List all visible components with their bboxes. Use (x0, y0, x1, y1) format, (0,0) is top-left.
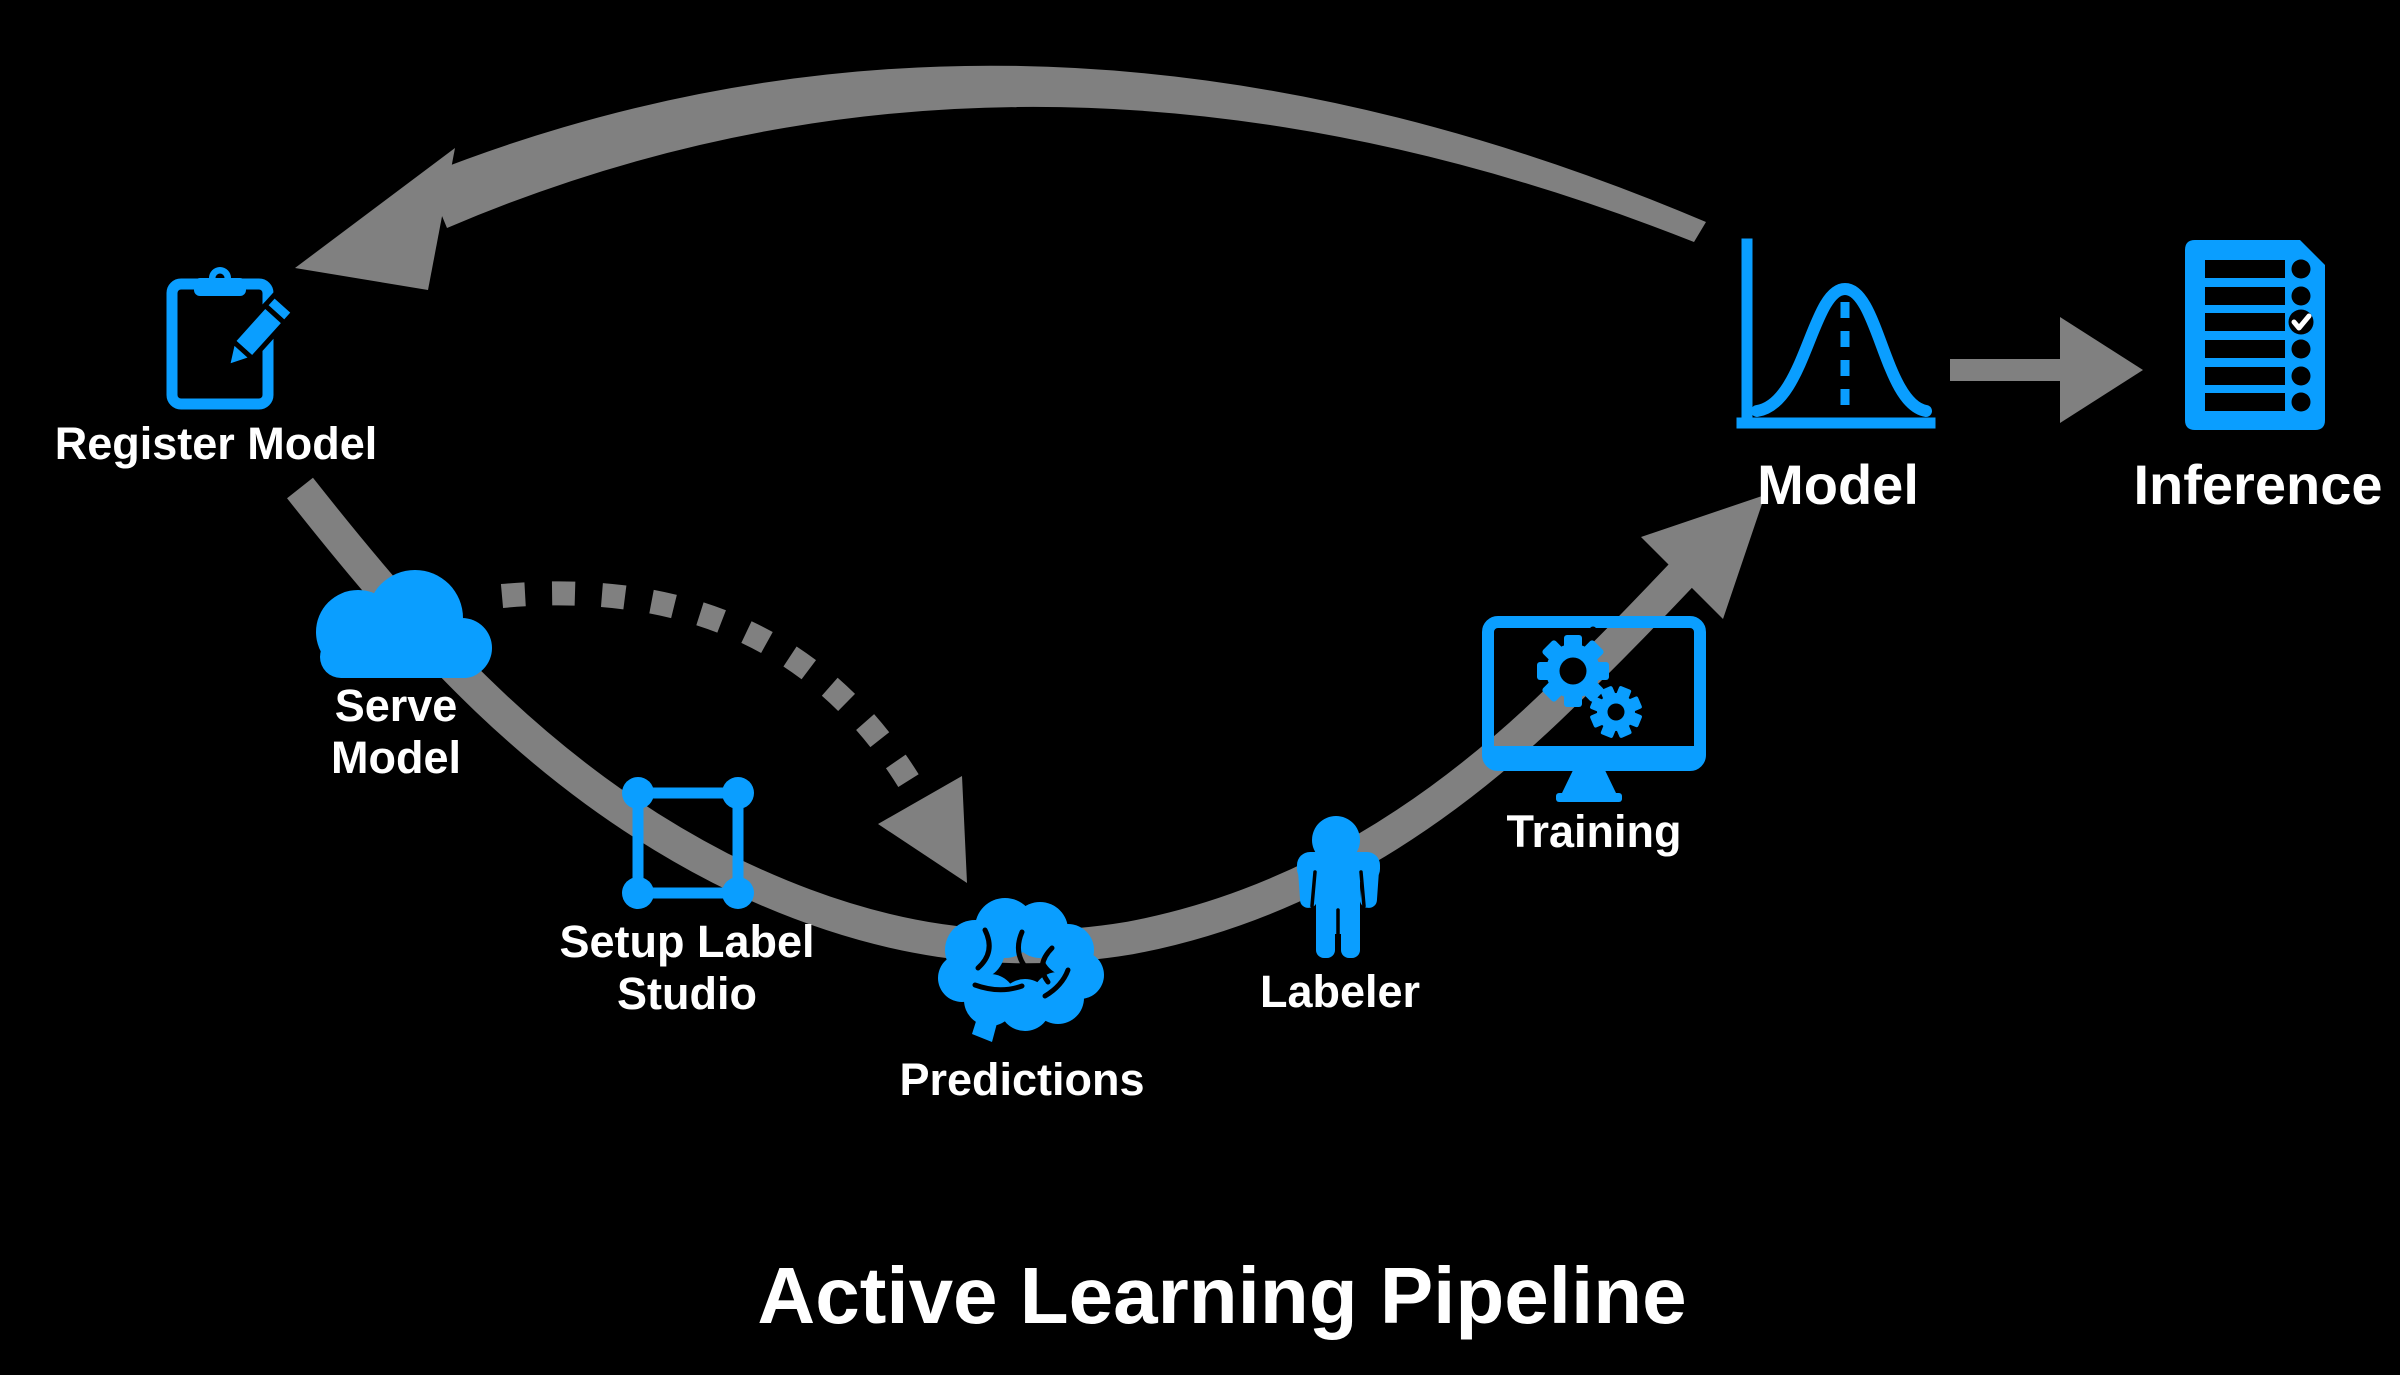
diagram-title: Active Learning Pipeline (757, 1251, 1687, 1340)
bounding-box-icon (622, 777, 754, 909)
inference-label: Inference (2133, 453, 2383, 516)
setup-label-studio-label: Setup Label Studio (559, 916, 814, 1020)
document-checklist-icon (2185, 240, 2325, 430)
labeler-label: Labeler (1259, 966, 1421, 1017)
bell-curve-chart-icon (1736, 238, 1936, 429)
serve-to-predictions-dashed-arrow (500, 581, 967, 883)
serve-model-label-line2: Model (331, 732, 461, 783)
model-to-register-arrow (295, 65, 1706, 290)
cloud-icon (316, 570, 492, 678)
monitor-gears-icon (1482, 616, 1706, 802)
serve-model-label-line1: Serve (334, 680, 458, 731)
predictions-label: Predictions (899, 1054, 1145, 1105)
brain-icon (938, 898, 1104, 1042)
pipeline-flow-arrow (287, 477, 1765, 964)
serve-model-label: Serve Model (331, 680, 461, 784)
setup-label-studio-label-line1: Setup Label (559, 916, 815, 967)
setup-label-studio-label-line2: Studio (617, 968, 757, 1019)
training-label: Training (1506, 806, 1682, 857)
person-icon (1297, 816, 1380, 958)
model-to-inference-arrow (1950, 317, 2143, 423)
clipboard-pencil-icon (166, 267, 298, 410)
register-model-label: Register Model (54, 418, 378, 469)
model-label: Model (1757, 453, 1919, 516)
